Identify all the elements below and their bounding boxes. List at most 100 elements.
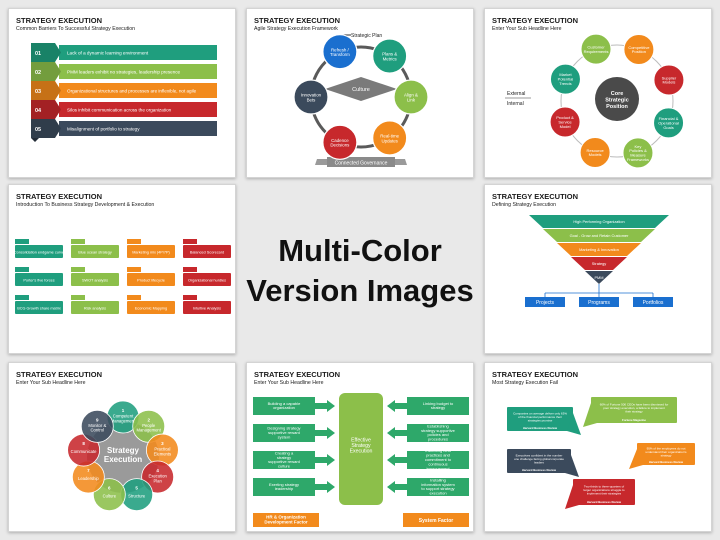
system-factor-label: System Factor [403,513,469,527]
funnel-layer-4: Strategy [571,257,627,270]
strategy-tool-card: Consolidation endgame curve [14,239,64,258]
strategy-tool-card: SWOT analysis [71,267,119,286]
slide-thumbnail-defining-strategy[interactable]: STRATEGY EXECUTION Defining Strategy Exe… [484,184,712,354]
funnel-output-programs: Programs [579,293,619,307]
svg-text:High Performing Organization: High Performing Organization [573,219,624,224]
svg-text:8: 8 [82,441,85,446]
barrier-number: 04 [35,108,42,114]
framework-node-3: Align &Link [393,79,429,115]
svg-text:Plans &Metrics: Plans &Metrics [382,52,397,62]
slide-thumbnail-effective-execution[interactable]: STRATEGY EXECUTION Enter Your Sub Headli… [246,362,474,532]
strategy-tool-card: Porter's five forces [15,267,63,286]
internal-label: Internal [507,101,524,107]
svg-text:5: 5 [135,486,138,491]
strategy-tool-card: Balanced Scorecard [183,239,231,258]
svg-text:9: 9 [96,417,99,422]
slide-subtitle: Agile Strategy Execution Framework [254,26,338,32]
execution-fail-bubbles: Companies on average deliver only 63%of … [507,397,695,509]
svg-text:Product lifecycle: Product lifecycle [137,279,165,283]
svg-text:Portfolios: Portfolios [643,300,664,306]
svg-text:Programs: Programs [588,300,610,306]
svg-text:PMM: PMM [594,275,603,280]
strategy-tool-card: Marketing mix (4P/7P) [127,239,175,258]
slide-thumbnail-agile-framework[interactable]: STRATEGY EXECUTION Agile Strategy Execut… [246,8,474,178]
svg-text:Harvard Business Review: Harvard Business Review [649,460,684,464]
barrier-row-5: 05 Misalignment of portfolio to strategy [31,119,217,142]
svg-text:1: 1 [122,408,125,413]
slide-thumbnail-core-position[interactable]: STRATEGY EXECUTION Enter Your Sub Headli… [484,8,712,178]
svg-text:Economic Mapping: Economic Mapping [135,307,167,311]
barrier-row-4: 04 Silos inhibit communication across the… [31,100,217,123]
slide-title: STRATEGY EXECUTION [254,16,340,25]
svg-text:Monitor &Control: Monitor &Control [88,423,106,433]
funnel-output-portfolios: Portfolios [633,293,673,307]
svg-text:Leadership: Leadership [78,476,99,481]
funnel-output-projects: Projects [525,293,565,307]
fail-stat-bubble-1: Companies on average deliver only 63%of … [507,407,581,435]
slide-thumbnail-execution-fail[interactable]: STRATEGY EXECUTION Most Strategy Executi… [484,362,712,532]
strategy-tool-card: Risk analysis [71,295,119,314]
svg-text:Risk analysis: Risk analysis [84,307,106,311]
slide-title: STRATEGY EXECUTION [254,370,340,379]
svg-text:Communicate: Communicate [71,449,98,454]
slide-thumbnail-barriers[interactable]: STRATEGY EXECUTION Common Barriers To Su… [8,8,236,178]
slide-thumbnail-business-strategy[interactable]: STRATEGY EXECUTION Introduction To Busin… [8,184,236,354]
svg-text:Refresh /Transform: Refresh /Transform [330,47,350,57]
barrier-text: Lack of a dynamic learning environment [67,51,149,56]
svg-text:60% of Fortune 500 CEOs have b: 60% of Fortune 500 CEOs have been dismis… [600,403,669,414]
governance-label: Connected Governance [335,161,388,167]
barrier-number: 05 [35,127,41,133]
culture-label: Culture [352,87,370,93]
barrier-text: Silos inhibit communication across the o… [67,108,172,113]
funnel-layer-5: PMM [585,271,613,284]
funnel-layer-1: High Performing Organization [529,215,669,228]
barrier-text: Misalignment of portfolio to strategy [67,127,140,132]
barrier-text: Organizational structures and processes … [67,89,197,94]
svg-text:SWOT analysis: SWOT analysis [82,279,108,283]
svg-text:Culture: Culture [103,494,117,499]
slide-subtitle: Enter Your Sub Headline Here [16,380,86,386]
strategy-tool-card: Organizational hurdles [183,267,231,286]
slide-thumbnail-strategy-wheel[interactable]: STRATEGY EXECUTION Enter Your Sub Headli… [8,362,236,532]
svg-text:Blue ocean strategy: Blue ocean strategy [78,251,112,255]
funnel-layer-3: Marketing & Innovation [557,243,641,256]
strategy-tool-card: Intuitive Analysis [183,295,231,314]
framework-node-1: Refresh /Transform [322,34,358,70]
svg-text:Harvard Business Review: Harvard Business Review [587,500,622,504]
framework-node-2: Plans &Metrics [372,38,408,74]
